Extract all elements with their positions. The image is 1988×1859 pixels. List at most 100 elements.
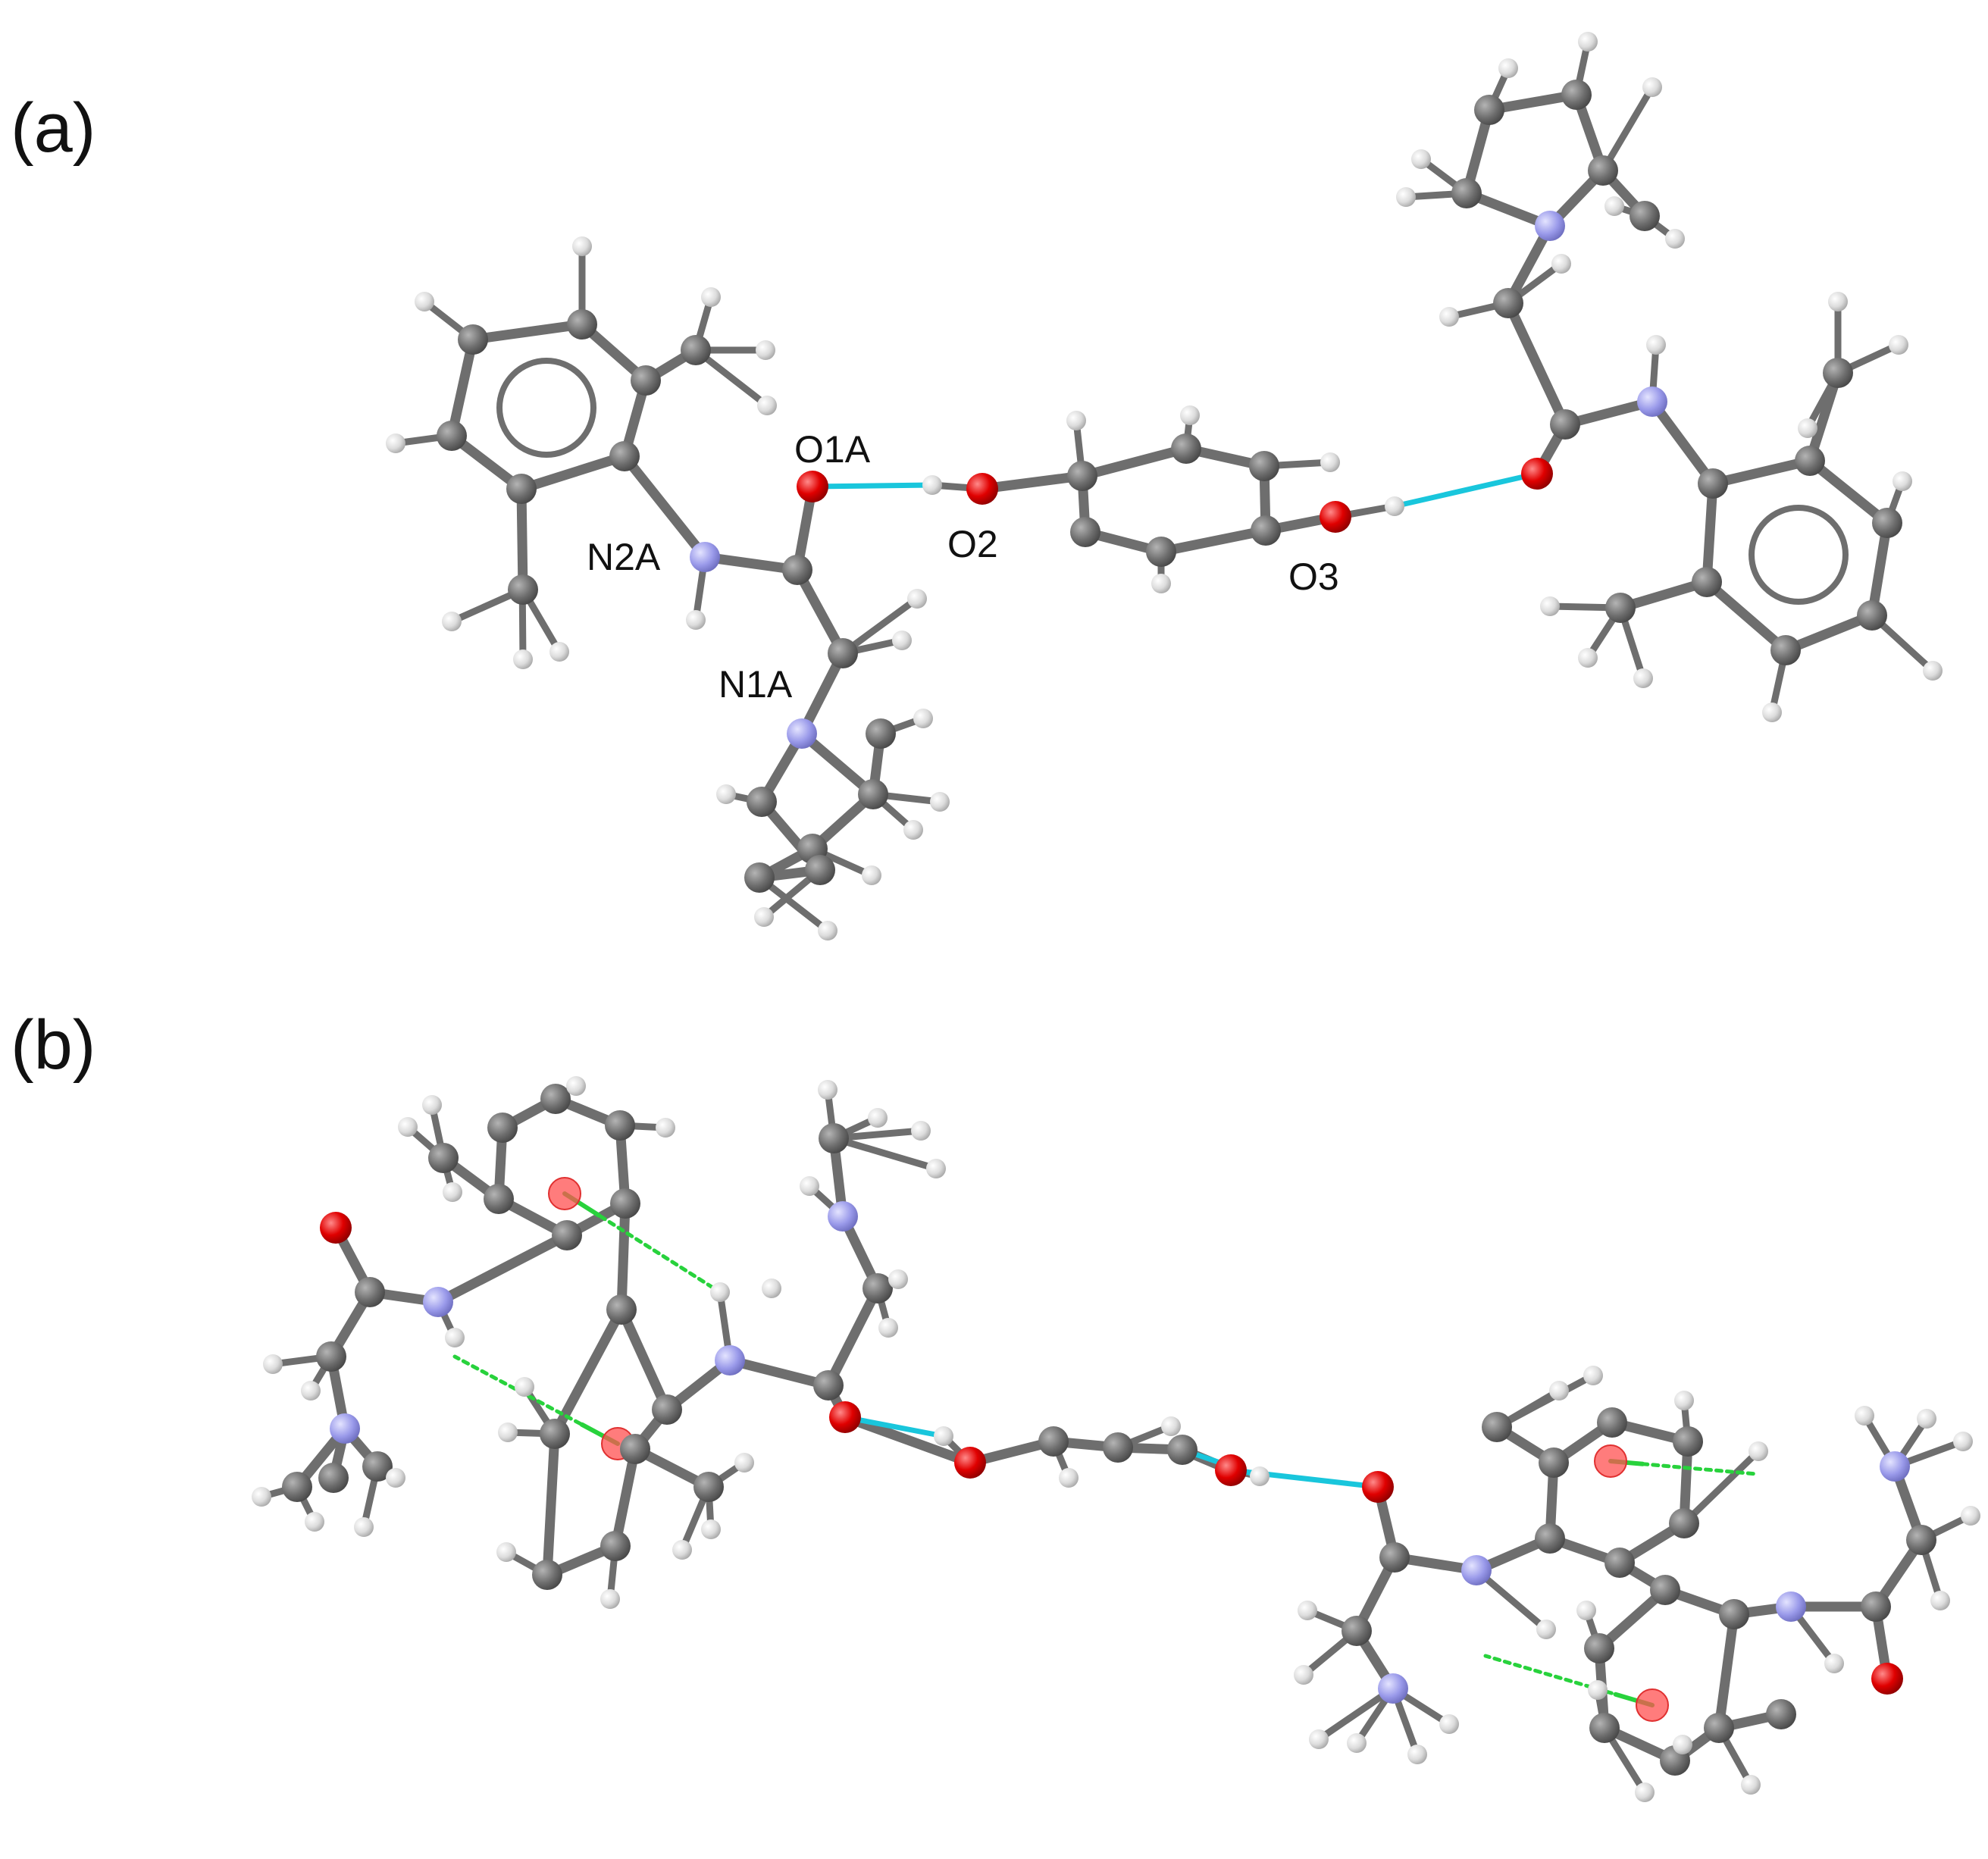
hydrogen-atom	[1633, 668, 1653, 688]
carbon-atom	[631, 365, 661, 396]
covalent-bond	[1805, 455, 1893, 528]
carbon-atom	[1588, 155, 1618, 186]
hydrogen-atom	[398, 1117, 418, 1137]
hydrogen-atom	[862, 865, 881, 885]
hydrogen-atom	[734, 1453, 754, 1472]
covalent-bond	[1867, 518, 1893, 621]
ring-centroid	[548, 1177, 581, 1210]
hydrogen-atom	[756, 340, 775, 360]
hydrogen-atom	[386, 433, 405, 453]
atom-label-o2: O2	[947, 523, 998, 565]
panel-b-ch-pi-contacts	[452, 1177, 1759, 1722]
covalent-bond	[446, 334, 478, 441]
nitrogen-atom	[690, 542, 720, 572]
hydrogen-atom	[252, 1487, 271, 1507]
hydrogen-atom	[1798, 418, 1817, 438]
carbon-atom	[1482, 1412, 1512, 1442]
covalent-bond	[792, 565, 848, 659]
covalent-bond	[518, 485, 527, 663]
covalent-bond	[468, 319, 587, 345]
carbon-atom	[1171, 433, 1201, 464]
carbon-atom	[610, 1188, 640, 1219]
hydrogen-atom	[498, 1422, 518, 1442]
panel-a-label: (a)	[11, 89, 95, 167]
hydrogen-atom	[1762, 703, 1782, 722]
hydrogen-atom	[930, 792, 950, 812]
carbon-atom	[1704, 1713, 1734, 1743]
carbon-atom	[652, 1394, 682, 1425]
hydrogen-atom	[1749, 1441, 1768, 1461]
panel-a-structure: O1A N2A N1A O2 O3	[386, 32, 1943, 940]
carbon-atom	[828, 638, 858, 668]
carbon-atom	[1872, 508, 1902, 538]
carbon-atom	[1584, 1633, 1614, 1663]
hydrogen-atom	[1551, 254, 1571, 274]
covalent-bond	[1493, 1372, 1597, 1431]
panel-a-atoms	[386, 32, 1943, 940]
hydrogen-bond	[1392, 471, 1540, 509]
atom-label-o3: O3	[1288, 556, 1339, 598]
carbon-atom	[1605, 593, 1636, 623]
hydrogen-atom	[415, 292, 434, 311]
hydrogen-atom	[1578, 32, 1598, 52]
nitrogen-atom	[828, 1201, 858, 1232]
hydrogen-atom	[754, 907, 774, 927]
hydrogen-atom	[442, 612, 462, 631]
carbon-atom	[600, 1531, 631, 1561]
hydrogen-atom	[496, 1542, 516, 1562]
hydrogen-atom	[1674, 1391, 1694, 1410]
carbon-atom	[782, 555, 812, 585]
panel-b-structure	[252, 1076, 1980, 1802]
carbon-atom	[1038, 1426, 1069, 1457]
hydrogen-atom	[1407, 1745, 1427, 1764]
hydrogen-atom	[1309, 1729, 1329, 1749]
carbon-atom	[1673, 1426, 1703, 1457]
carbon-atom	[1167, 1435, 1197, 1465]
carbon-atom	[1251, 515, 1281, 546]
hydrogen-atom	[1604, 196, 1624, 216]
hydrogen-atom	[911, 1121, 931, 1141]
covalent-bond	[700, 552, 803, 575]
carbon-atom	[681, 335, 711, 365]
hydrogen-atom	[1917, 1409, 1936, 1429]
carbon-atom	[1857, 600, 1887, 631]
hydrogen-atom	[934, 1426, 953, 1446]
covalent-bond	[610, 1444, 640, 1551]
hydrogen-atom	[1953, 1432, 1973, 1451]
carbon-atom	[609, 441, 640, 471]
hydrogen-atom	[1576, 1601, 1596, 1620]
oxygen-atom	[1521, 458, 1553, 490]
hydrogen-atom	[1588, 1680, 1608, 1700]
hydrogen-atom	[1889, 335, 1908, 355]
nitrogen-atom	[330, 1413, 360, 1444]
carbon-atom	[1719, 1599, 1749, 1629]
atom-label-o1a: O1A	[794, 428, 871, 471]
ring-centroid	[1636, 1688, 1669, 1722]
hydrogen-atom	[913, 709, 933, 728]
carbon-atom	[540, 1419, 570, 1449]
hydrogen-atom	[1961, 1506, 1980, 1526]
hydrogen-atom	[1059, 1468, 1079, 1488]
carbon-atom	[1249, 451, 1279, 481]
carbon-atom	[1823, 358, 1853, 388]
carbon-atom	[540, 1084, 571, 1114]
hydrogen-atom	[1642, 77, 1662, 97]
oxygen-atom	[797, 471, 828, 502]
carbon-atom	[1146, 537, 1176, 567]
hydrogen-atom	[1893, 471, 1912, 491]
covalent-bond	[1647, 396, 1718, 489]
covalent-bond	[1680, 1447, 1762, 1527]
covalent-bond	[616, 1304, 672, 1415]
carbon-atom	[819, 1123, 849, 1153]
oxygen-atom	[320, 1212, 352, 1244]
hydrogen-atom	[515, 1377, 534, 1397]
covalent-bond	[619, 451, 710, 562]
hydrogen-atom	[762, 1278, 781, 1298]
hydrogen-atom	[1578, 648, 1598, 668]
hydrogen-atom	[445, 1328, 465, 1347]
hydrogen-atom	[422, 1095, 442, 1115]
carbon-atom	[428, 1143, 459, 1173]
hydrogen-atom	[1855, 1406, 1874, 1426]
nitrogen-atom	[1637, 387, 1667, 417]
hydrogen-bond	[842, 1414, 947, 1439]
